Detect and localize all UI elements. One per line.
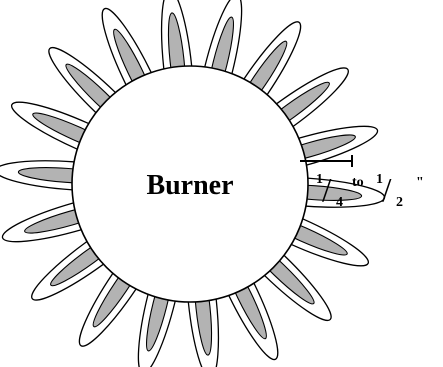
- dimension-second-denominator: 2: [396, 195, 403, 210]
- dimension-unit: ": [416, 175, 424, 190]
- dimension-first-denominator: 4: [336, 195, 343, 210]
- dimension-first-slash: /: [322, 172, 332, 209]
- burner-circle: [71, 65, 309, 303]
- dimension-second-numerator: 1: [376, 172, 383, 187]
- dimension-first-numerator: 1: [316, 172, 323, 187]
- burner-label: Burner: [146, 170, 233, 201]
- dimension-connector: to: [352, 175, 364, 190]
- flame-height-dimension: 1 / 4 to 1 / 2 ": [300, 155, 424, 210]
- dimension-second-slash: /: [382, 172, 392, 209]
